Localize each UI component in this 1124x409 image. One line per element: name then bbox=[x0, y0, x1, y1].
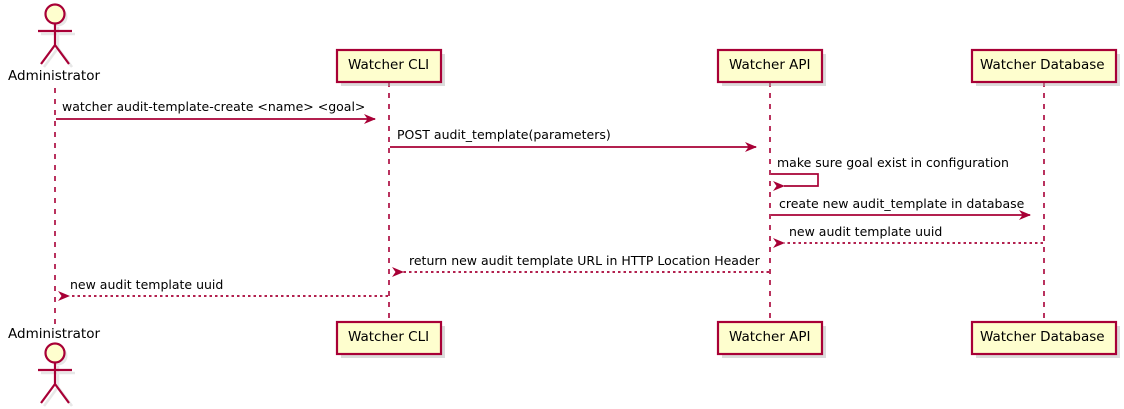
message-label-2: make sure goal exist in configuration bbox=[777, 155, 1009, 170]
actor-body-icon bbox=[38, 24, 72, 65]
participant-label-watcher-api-top: Watcher API bbox=[729, 57, 811, 73]
actor-administrator-bottom bbox=[38, 342, 75, 407]
participant-box-watcher-database-top[interactable] bbox=[970, 48, 1120, 86]
actor-administrator-top bbox=[38, 3, 75, 68]
participant-box-watcher-database-bottom[interactable] bbox=[970, 320, 1120, 358]
participant-label-watcher-cli-top: Watcher CLI bbox=[348, 57, 430, 73]
lifelines bbox=[54, 82, 1045, 330]
participant-box-watcher-api-bottom[interactable] bbox=[716, 320, 826, 358]
message-label-1: POST audit_template(parameters) bbox=[397, 127, 611, 142]
message-label-6: new audit template uuid bbox=[70, 277, 224, 292]
message-label-0: watcher audit-template-create <name> <go… bbox=[62, 99, 366, 114]
participant-label-watcher-api-bottom: Watcher API bbox=[729, 329, 811, 345]
actor-head-icon bbox=[44, 342, 66, 364]
participant-box-watcher-api-top[interactable] bbox=[716, 48, 826, 86]
actor-body-icon bbox=[38, 363, 72, 404]
participant-box-watcher-cli-top[interactable] bbox=[335, 48, 445, 86]
message-label-4: new audit template uuid bbox=[789, 224, 943, 239]
message-label-3: create new audit_template in database bbox=[779, 196, 1025, 211]
participant-label-watcher-database-bottom: Watcher Database bbox=[980, 329, 1105, 345]
message-arrow-2-self-loop bbox=[771, 173, 819, 191]
participant-label-administrator-top: Administrator bbox=[8, 68, 101, 84]
message-label-5: return new audit template URL in HTTP Lo… bbox=[409, 253, 760, 268]
participant-box-watcher-cli-bottom[interactable] bbox=[335, 320, 445, 358]
actor-head-icon bbox=[44, 3, 66, 25]
participant-label-administrator-bottom: Administrator bbox=[8, 326, 101, 342]
participant-label-watcher-database-top: Watcher Database bbox=[980, 57, 1105, 73]
participant-label-watcher-cli-bottom: Watcher CLI bbox=[348, 329, 430, 345]
